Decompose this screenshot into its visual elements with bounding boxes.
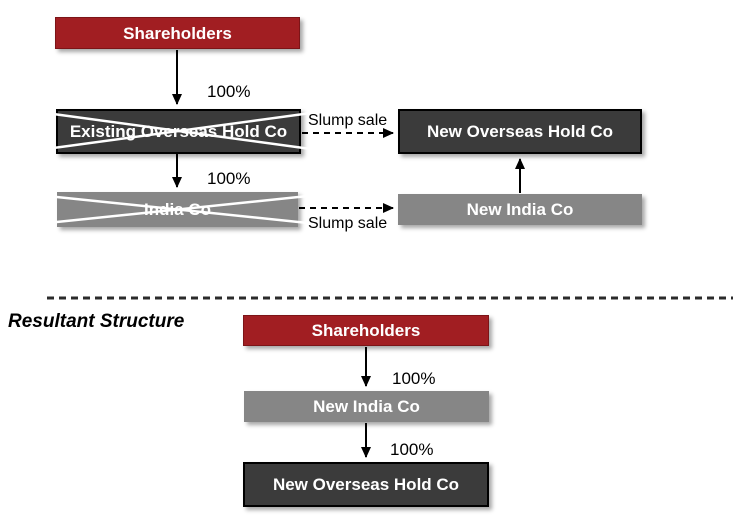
ownership-pct-label: 100% xyxy=(392,369,436,388)
node-new-overseas-holdco-resultant: New Overseas Hold Co xyxy=(243,462,489,507)
node-new-india-co-resultant: New India Co xyxy=(244,391,489,422)
ownership-pct-label: 100% xyxy=(390,440,434,459)
ownership-pct-label: 100% xyxy=(207,82,251,101)
slump-sale-label-bottom: Slump sale xyxy=(308,215,388,232)
node-new-india-co-top: New India Co xyxy=(398,194,642,225)
resultant-structure-title: Resultant Structure xyxy=(8,311,185,332)
node-shareholders-resultant: Shareholders xyxy=(243,315,489,346)
node-new-overseas-holdco-top: New Overseas Hold Co xyxy=(398,109,642,154)
slump-sale-label-top: Slump sale xyxy=(308,112,388,129)
node-shareholders-top: Shareholders xyxy=(55,17,300,49)
node-india-co: India Co xyxy=(57,192,298,227)
ownership-pct-label: 100% xyxy=(207,169,251,188)
node-existing-overseas-holdco: Existing Overseas Hold Co xyxy=(56,109,301,154)
